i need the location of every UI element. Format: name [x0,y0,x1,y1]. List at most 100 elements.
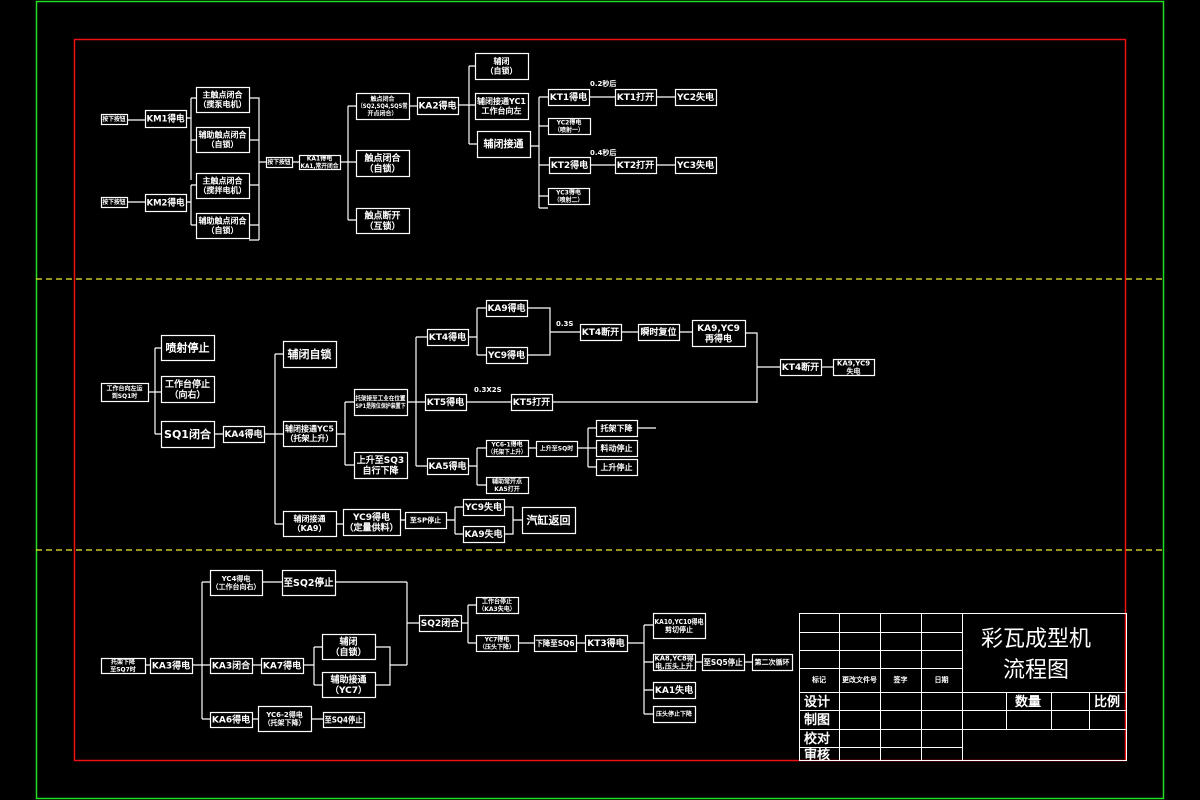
flow-node-ka2-conn: 辅闭接通 [476,130,532,159]
node-label: KA6得电 [212,714,250,726]
node-label: （SQ2,SQ4,SQ5常 [358,102,408,110]
node-box [160,375,216,404]
node-label: 至SQ2停止 [284,576,334,589]
connector [504,506,522,535]
node-box [547,187,591,206]
connector [347,105,356,221]
node-box [595,419,639,438]
node-box [424,393,468,412]
flow-node-km2: KM2得电 [144,193,188,213]
node-label: KA9,YC9 [837,359,870,367]
flow-node-kt5: KT5得电 [424,393,468,412]
flow-node-kt4: KT4得电 [426,328,470,347]
flow-node-table-stop: 工作台停止（向右） [160,375,216,404]
node-label: （向右） [169,389,205,401]
header-label: 更改文件号 [842,675,877,684]
flow-node-km1: KM1得电 [144,109,188,129]
node-label: 至SQ7时 [110,665,136,673]
connector [186,97,196,180]
node-box [475,634,520,653]
connector [148,347,161,435]
node-label: 按下按钮 [268,158,291,166]
node-label: （压头下降） [479,643,515,651]
node-label: KA1得电 [307,155,332,163]
node-label: 工作台停止 [165,378,210,390]
node-label: （自锁） [486,66,518,76]
flow-node-stock-stop: 料动停止 [595,439,639,458]
row-label: 校对 [804,731,830,747]
node-box [462,525,506,544]
node-label: 至SQ4停止 [325,714,363,724]
node-box [209,657,254,675]
node-label: 上升停止 [601,462,633,472]
node-label: 下降至SQ6 [536,638,575,648]
node-label: 主触点闭合 [203,176,244,186]
node-box [579,323,623,342]
node-label: KT3得电 [587,637,624,649]
node-box [282,510,338,538]
node-label: KA9得电 [488,302,526,314]
node-label: KT4得电 [429,331,466,343]
node-box [257,705,313,733]
node-label: YC3失电 [676,159,714,171]
node-box [595,439,639,458]
flow-node-ka9-on: KA9得电 [485,299,529,318]
node-box [195,172,251,200]
connector [407,336,427,467]
flow-node-yc3-off: YC3失电 [674,156,718,175]
inner-frame [73,38,1127,762]
flow-node-kt4-break2: KT4断开 [779,358,823,377]
node-label: （托架上升） [286,433,334,443]
node-label: 辅闭接通 [484,138,524,151]
flow-node-reset: 瞬时复位 [637,323,681,342]
node-box [701,653,746,672]
node-label: 压头停止下降 [656,710,693,718]
node-label: 再得电 [705,333,732,345]
node-label: 瞬时复位 [640,326,676,338]
node-box [353,451,409,480]
node-label: YC6-1得电 [490,441,522,449]
node-label: 辅闭 [494,56,510,66]
node-label: 电,压头上升 [655,662,693,671]
node-box [100,113,129,126]
node-label: YC9得电 [487,349,525,361]
node-label: 按下按钮 [103,115,126,123]
node-label: （搅拌电机） [199,185,247,195]
node-box [426,328,470,347]
flow-node-yc9-on: YC9得电 [485,346,529,365]
node-label: 工作台向左 [482,106,522,116]
node-box [100,657,147,675]
drawing-title-line2: 流程图 [1003,658,1069,683]
node-label: KA5得电 [429,460,467,472]
node-label: 工作台停止 [482,598,512,606]
node-box [652,681,697,700]
node-label: YC9失电 [464,501,502,513]
node-label: KA9,YC9 [697,324,740,334]
flow-node-km1-main: 主触点闭合（搅泵电机） [195,86,251,114]
node-label: KT1打开 [617,91,654,103]
node-box [100,196,129,209]
node-box [260,657,305,675]
node-label: KA7得电 [263,660,301,672]
connector [375,646,407,686]
flow-node-contact3: 触点断开（互锁） [355,207,411,235]
node-label: （搅泵电机） [199,99,247,109]
node-label: （自锁） [207,139,239,149]
connector [458,65,477,145]
flow-node-yc3-on: YC3得电（喷射二） [547,187,591,206]
flow-node-ka5: KA5得电 [426,457,470,476]
node-label: KT2得电 [551,159,588,171]
flow-node-kt4-break: KT4断开 [579,323,623,342]
node-label: KA5打开 [494,485,519,493]
flow-node-kt5-open: KT5打开 [510,393,554,412]
flow-node-contact2: 触点闭合（自锁） [355,149,411,178]
node-label: KT2打开 [617,159,654,171]
node-box [485,346,529,365]
node-box [584,634,629,653]
node-box [282,420,338,448]
delay-note: 0.3X2S [474,386,502,394]
node-box [298,154,342,171]
flow-node-sq5-stop: 至SQ5停止 [701,653,746,672]
node-label: 开点闭合） [367,109,397,117]
